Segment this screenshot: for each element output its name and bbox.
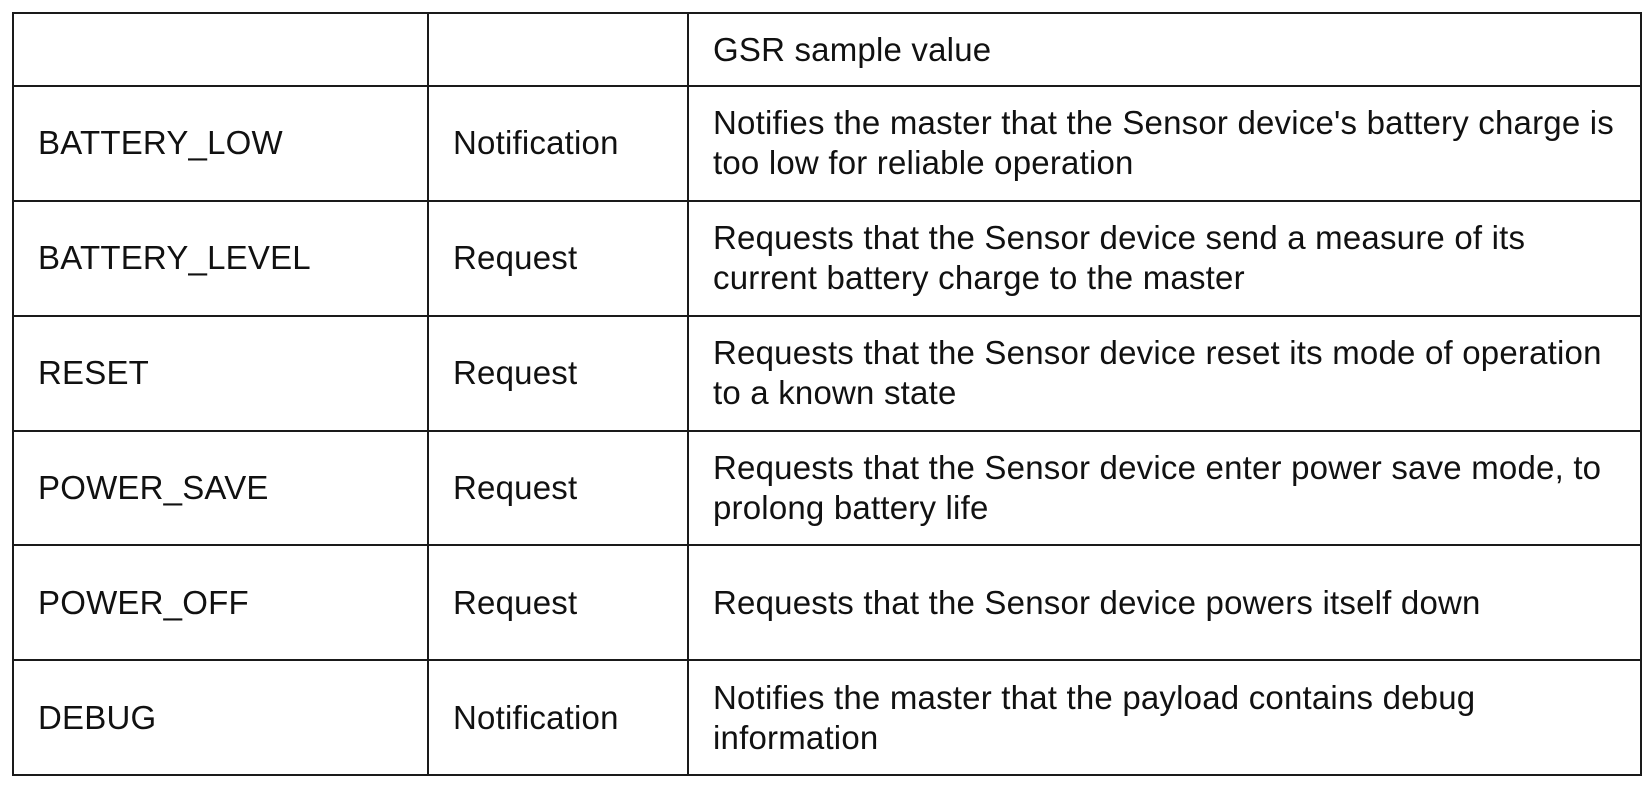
table-row: RESET Request Requests that the Sensor d… [13,316,1641,431]
message-description-cell: Notifies the master that the Sensor devi… [688,86,1641,201]
message-name-cell [13,13,428,86]
message-name-cell: POWER_OFF [13,545,428,660]
message-type-cell [428,13,688,86]
table-row: GSR sample value [13,13,1641,86]
message-name-cell: DEBUG [13,660,428,775]
table-row: DEBUG Notification Notifies the master t… [13,660,1641,775]
message-type-cell: Request [428,431,688,546]
message-description-cell: Requests that the Sensor device enter po… [688,431,1641,546]
message-type-cell: Request [428,316,688,431]
message-description-cell: Requests that the Sensor device powers i… [688,545,1641,660]
message-type-cell: Notification [428,660,688,775]
table-row: BATTERY_LOW Notification Notifies the ma… [13,86,1641,201]
message-description-cell: Requests that the Sensor device send a m… [688,201,1641,316]
message-name-cell: POWER_SAVE [13,431,428,546]
message-description-cell: GSR sample value [688,13,1641,86]
table-row: BATTERY_LEVEL Request Requests that the … [13,201,1641,316]
message-name-cell: BATTERY_LEVEL [13,201,428,316]
message-type-cell: Request [428,545,688,660]
message-type-cell: Request [428,201,688,316]
message-table: GSR sample value BATTERY_LOW Notificatio… [12,12,1642,776]
message-type-cell: Notification [428,86,688,201]
message-name-cell: BATTERY_LOW [13,86,428,201]
message-description-cell: Notifies the master that the payload con… [688,660,1641,775]
message-description-cell: Requests that the Sensor device reset it… [688,316,1641,431]
table-row: POWER_SAVE Request Requests that the Sen… [13,431,1641,546]
table-row: POWER_OFF Request Requests that the Sens… [13,545,1641,660]
message-name-cell: RESET [13,316,428,431]
